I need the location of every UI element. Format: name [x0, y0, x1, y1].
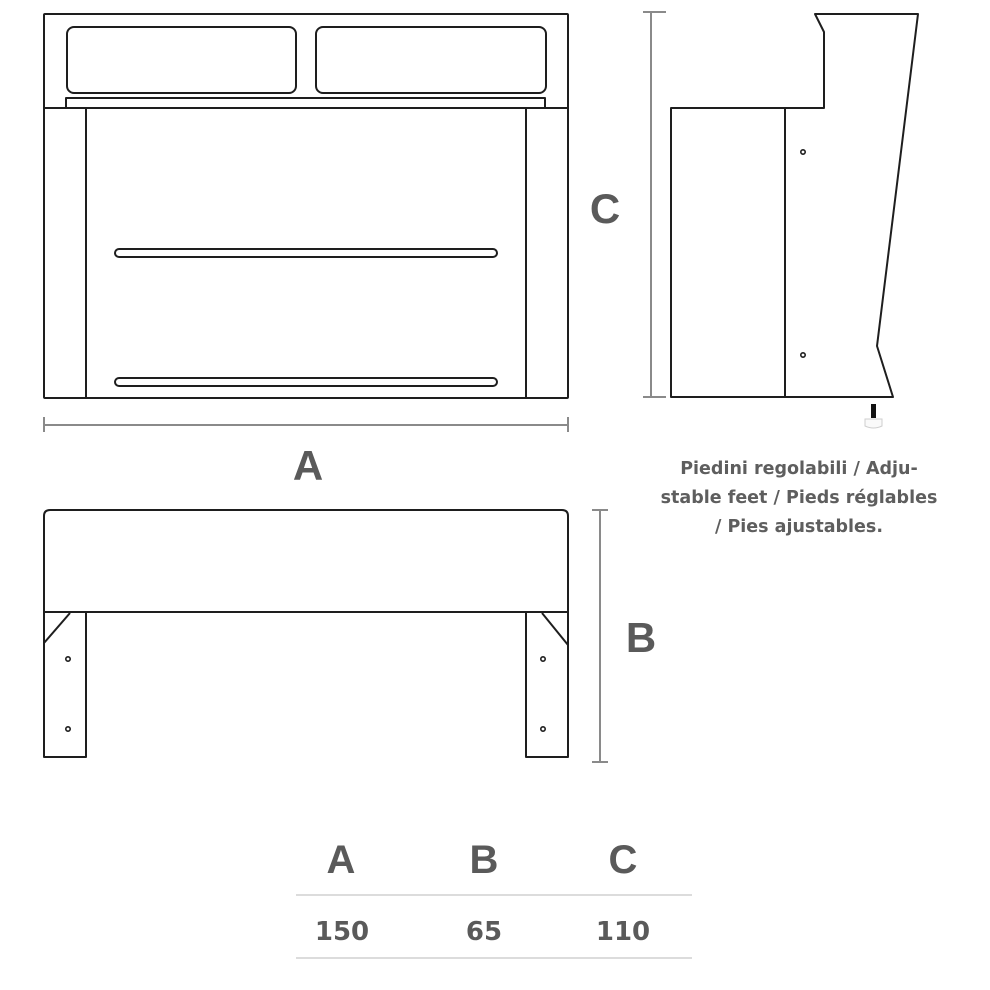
feet-note-line: stable feet / Pieds réglables [661, 488, 938, 508]
upper-slot [114, 248, 498, 258]
dimension-a: A [43, 417, 569, 489]
front-view [43, 13, 569, 399]
label-b: B [626, 614, 656, 661]
side-outline [670, 13, 919, 398]
screw-hole [65, 725, 72, 732]
table-header-c: C [609, 838, 638, 882]
seat-outline [43, 509, 569, 613]
feet-note-line: / Pies ajustables. [715, 517, 883, 537]
right-cushion [315, 26, 547, 94]
adjustable-foot-icon [864, 404, 883, 429]
side-view [670, 13, 919, 429]
screw-hole [799, 351, 806, 358]
left-cushion [66, 26, 297, 94]
table-value-b: 65 [466, 917, 502, 947]
right-leg [525, 612, 569, 758]
label-a: A [293, 442, 323, 489]
feet-note: Piedini regolabili / Adju- stable feet /… [661, 459, 938, 537]
screw-hole [539, 655, 546, 662]
dimensions-table: A B C 150 65 110 [296, 838, 692, 959]
table-value-c: 110 [596, 917, 650, 947]
dimension-b: B [592, 509, 656, 763]
table-header-b: B [470, 838, 499, 882]
screw-hole [799, 149, 806, 156]
top-strip [65, 97, 546, 108]
lower-slot [114, 377, 498, 387]
table-header-a: A [327, 838, 356, 882]
left-leg [43, 612, 87, 758]
bottom-view [43, 509, 569, 758]
feet-note-line: Piedini regolabili / Adju- [680, 459, 918, 479]
screw-hole [65, 655, 72, 662]
table-value-a: 150 [315, 917, 369, 947]
dimension-c: C [590, 11, 666, 398]
label-c: C [590, 185, 620, 232]
screw-hole [539, 725, 546, 732]
front-outline [43, 13, 569, 399]
